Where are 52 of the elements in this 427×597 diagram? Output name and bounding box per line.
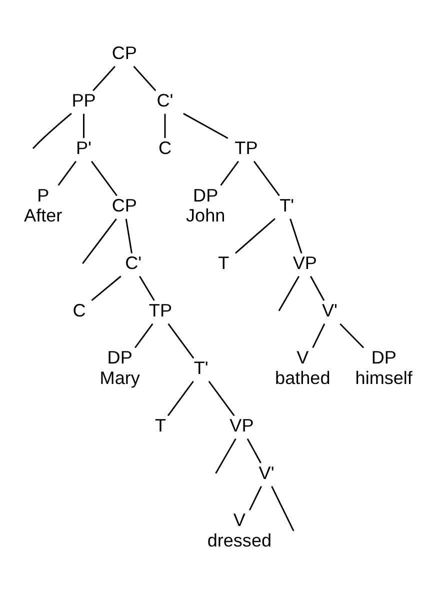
node-text: T — [154, 415, 166, 436]
connector — [208, 380, 235, 416]
node-text: VP — [230, 415, 254, 436]
connector — [220, 160, 239, 186]
node-text: C' — [156, 90, 174, 110]
connector — [82, 218, 117, 264]
connector — [125, 218, 132, 254]
connector — [139, 276, 155, 301]
connector — [32, 112, 72, 149]
connector — [168, 323, 194, 359]
connector — [340, 323, 364, 348]
node-text: TP — [148, 300, 172, 320]
connector — [90, 160, 118, 196]
connector — [183, 112, 228, 139]
node-text: DP Mary — [100, 348, 140, 388]
node-text: TP — [234, 138, 258, 158]
node-text: T' — [194, 358, 208, 378]
node-text: V bathed — [275, 348, 330, 388]
connector — [248, 486, 262, 511]
node-text: DP himself — [355, 348, 412, 388]
connector — [235, 218, 276, 254]
node-text: PP — [72, 90, 96, 110]
node-text: V' — [322, 300, 338, 320]
connector — [92, 66, 116, 92]
node-text: P' — [76, 138, 92, 158]
node-text: C — [158, 138, 172, 158]
connector — [58, 160, 76, 186]
connector — [253, 160, 280, 196]
connector — [167, 380, 194, 416]
node-text: C' — [125, 252, 142, 273]
node-text: VP — [292, 252, 317, 273]
node-text: P After — [24, 185, 62, 226]
connector — [83, 114, 84, 138]
node-text: CP — [112, 43, 137, 64]
connector — [246, 438, 262, 464]
connector — [312, 324, 326, 348]
connector — [91, 276, 122, 302]
node-text: T' — [280, 195, 294, 216]
connector — [290, 218, 302, 254]
connector — [133, 66, 156, 92]
connector — [271, 486, 294, 532]
connector — [215, 438, 236, 474]
connector — [278, 276, 300, 312]
node-text: DP John — [186, 185, 226, 226]
connector — [164, 114, 166, 138]
node-text: T — [218, 252, 230, 273]
node-text: CP — [112, 195, 137, 216]
connector — [310, 276, 325, 301]
connector — [134, 323, 154, 348]
node-text: V dressed — [207, 510, 272, 550]
node-text: C — [72, 300, 86, 320]
node-text: V' — [258, 462, 274, 483]
